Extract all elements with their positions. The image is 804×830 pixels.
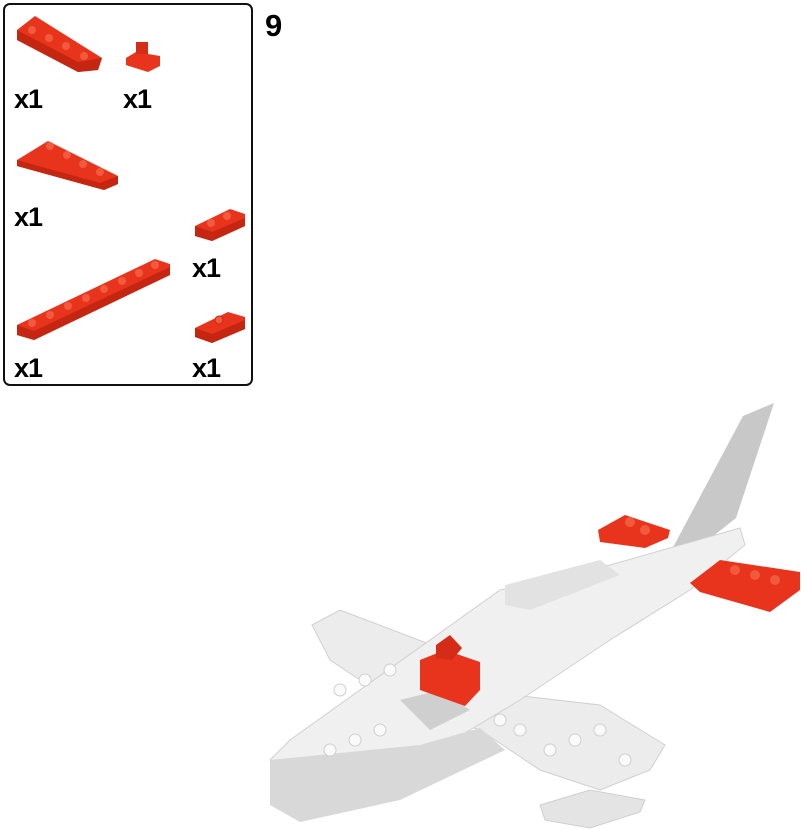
quantity-label: x1 xyxy=(14,84,43,114)
airplane-model xyxy=(269,403,800,829)
quantity-label: x1 xyxy=(14,353,43,383)
quantity-label: x1 xyxy=(123,84,152,114)
quantity-label: x1 xyxy=(14,202,43,232)
parts-list-panel xyxy=(3,3,253,386)
quantity-label: x1 xyxy=(192,253,221,283)
part-wedge-plate-left xyxy=(17,141,118,190)
part-plate-1x8 xyxy=(17,259,170,340)
quantity-label: x1 xyxy=(192,353,221,383)
part-jumper-plate xyxy=(195,312,245,343)
part-plate-1x2 xyxy=(195,209,245,241)
part-plate-with-clip xyxy=(126,42,160,72)
step-number: 9 xyxy=(265,8,283,43)
part-wedge-plate-right xyxy=(17,16,102,72)
